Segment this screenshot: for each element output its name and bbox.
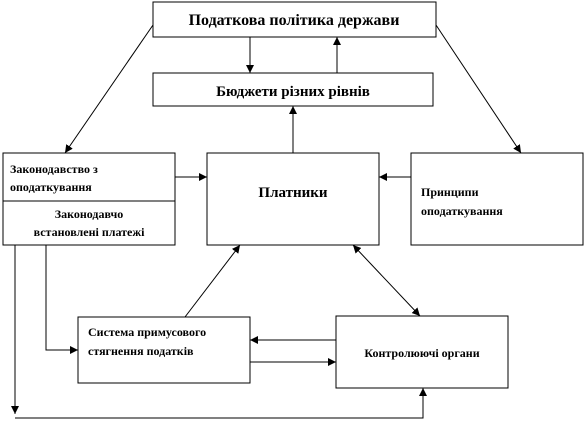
arrow-policy-to-principles [435,24,522,154]
tax-policy-label: Податкова політика держави [189,12,400,29]
principles-label-line2: оподаткування [421,204,503,218]
arrow-policy-to-legislation [64,24,154,154]
legislation-label-line2: оподаткування [10,180,92,194]
budgets-label: Бюджети різних рівнів [216,84,370,100]
control-bodies-label: Контролюючі органи [364,346,479,360]
enforcement-label-line1: Система примусового [88,325,206,339]
statutory-payments-label-line1: Законодавчо [55,207,124,221]
principles-label-line1: Принципи [421,185,479,199]
payers-label: Платники [258,185,327,201]
enforcement-box [77,316,251,384]
statutory-payments-label-line2: встановлені платежі [34,225,145,239]
principles-box [410,152,584,246]
legislation-box [2,152,176,246]
arrow-payers-control-bodies [352,244,421,317]
budgets-box [152,72,434,107]
enforcement-label-line2: стягнення податків [88,344,194,358]
tax-policy-box [152,1,437,38]
arrow-enforcement-to-payers [184,244,241,318]
arrow-bottom-to-control-bodies [15,388,427,419]
control-bodies-box [335,315,509,389]
arrow-legislation-to-enforcement [45,245,78,354]
legislation-label-line1: Законодавство з [10,162,98,176]
payers-box [206,152,380,246]
